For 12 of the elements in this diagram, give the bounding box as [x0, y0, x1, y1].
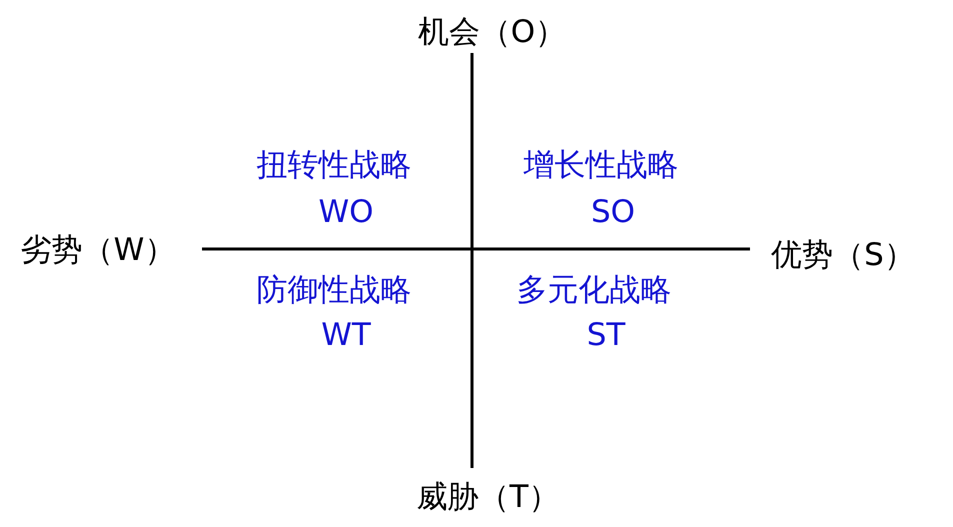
quadrant-title: 增长性战略 [524, 148, 678, 182]
axis-label: 机会（O） [418, 14, 566, 50]
axis-label: 威胁（T） [416, 480, 560, 514]
quadrant-title: 防御性战略 [256, 272, 412, 308]
axis-label: 优势（S） [771, 238, 915, 272]
quadrant-code: WT [321, 318, 371, 352]
axis-label: 劣势（W） [20, 232, 176, 268]
quadrant-code: WO [318, 194, 374, 230]
quadrant-code: ST [586, 318, 626, 352]
quadrant-code: SO [590, 194, 636, 230]
quadrant-title: 多元化战略 [516, 272, 672, 308]
quadrant-title: 扭转性战略 [256, 148, 412, 182]
